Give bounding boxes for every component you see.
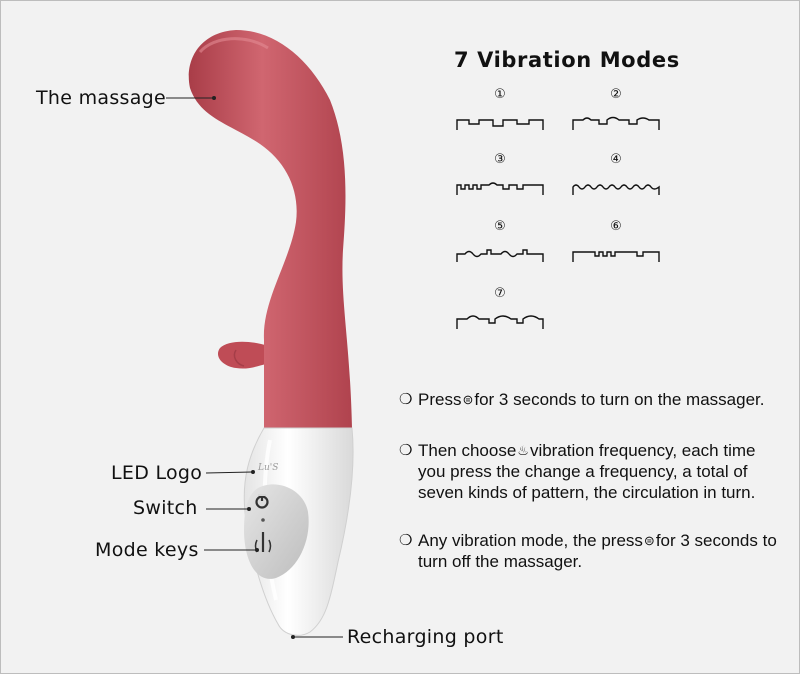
mode-3-waveform [456,182,544,195]
label-switch: Switch [133,497,198,519]
label-the-massage: The massage [36,87,167,109]
mode-5-waveform [456,249,544,262]
label-led-logo: LED Logo [111,462,203,484]
instruction-text-before: Any vibration mode, the press [418,531,643,550]
bullet-circle: ❍ [399,442,413,459]
mode-6-waveform [572,251,660,262]
mode-3: ③ [455,153,545,199]
mode-7: ⑦ [455,287,545,333]
power-icon: ⊜ [643,533,655,548]
mode-6: ⑥ [571,220,661,266]
mode-5: ⑤ [455,220,545,266]
bullet-circle: ❍ [399,532,413,549]
mode-number: ⑥ [610,219,622,234]
led-logo-mark: Lu'S [257,463,278,473]
mode-number: ① [494,87,506,102]
mode-4-waveform [572,184,660,195]
instruction-text-before: Then choose [418,441,517,460]
bullet-circle: ❍ [399,391,413,408]
power-switch-icon [255,494,269,509]
instruction-text-after: for 3 seconds to turn off the massager. [418,531,777,571]
mode-number: ② [610,87,622,102]
label-mode-keys: Mode keys [95,539,199,561]
instruction-1: ❍ Press⊜for 3 seconds to turn on the mas… [399,389,779,410]
mode-number: ③ [494,152,506,167]
vibration-modes-title: 7 Vibration Modes [454,48,680,72]
label-recharging-port: Recharging port [347,626,504,648]
instruction-3: ❍ Any vibration mode, the press⊜for 3 se… [399,530,779,572]
mode-number: ⑤ [494,219,506,234]
mode-2-waveform [572,116,660,130]
clitoral-arm [217,341,268,369]
mode-icon: ♨ [517,443,529,458]
mode-number: ⑦ [494,286,506,301]
power-icon: ⊜ [462,392,474,407]
mode-1: ① [455,88,545,134]
mode-number: ④ [610,152,622,167]
mode-2: ② [571,88,661,134]
mode-1-waveform [456,119,544,130]
shaft-head [188,30,352,428]
instruction-text-before: Press [418,390,462,409]
mode-7-waveform [456,315,544,329]
mode-4: ④ [571,153,661,199]
instruction-2: ❍ Then choose♨vibration frequency, each … [399,440,779,503]
instruction-text-after: for 3 seconds to turn on the massager. [474,390,765,409]
instruction-text-after: vibration frequency, each time you press… [418,441,756,502]
